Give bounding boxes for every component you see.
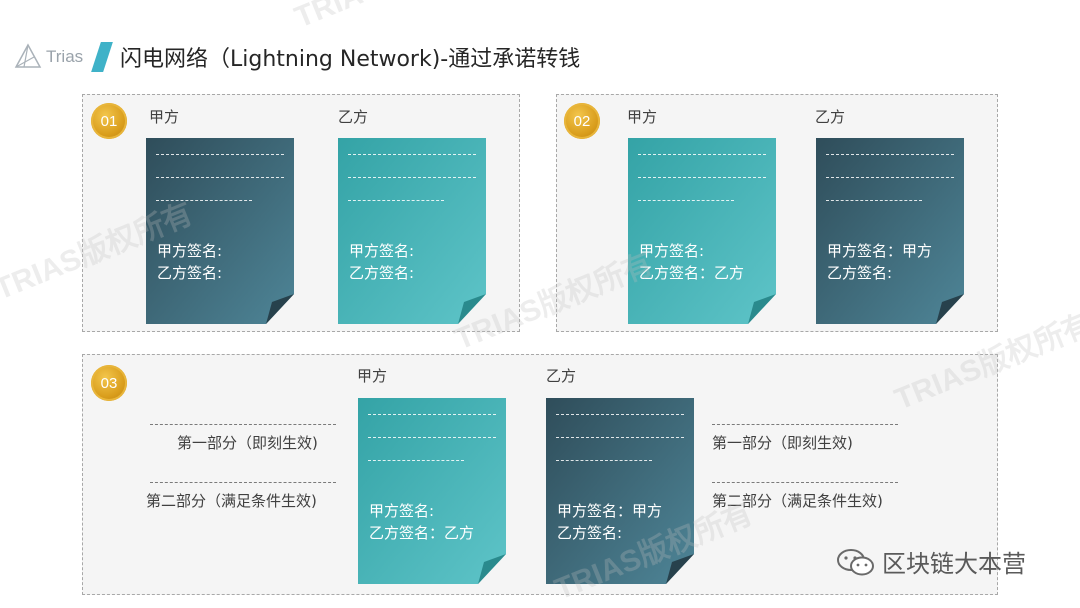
part-two-label: 第二部分（满足条件生效) [146, 492, 317, 510]
party-b-label: 乙方 [338, 108, 369, 126]
svg-text:TRIAS版权所有: TRIAS版权所有 [290, 0, 497, 34]
sig-line-a: 甲方签名：甲方 [557, 502, 663, 520]
party-b-label: 乙方 [546, 367, 577, 385]
sig-line-a: 甲方签名: [639, 242, 705, 260]
page-title: 闪电网络（Lightning Network)-通过承诺转钱 [120, 47, 581, 72]
contract-doc: 甲方签名: 乙方签名: [338, 138, 486, 324]
divider-line [150, 482, 336, 483]
part-two-label: 第二部分（满足条件生效) [712, 492, 883, 510]
party-b-label: 乙方 [815, 108, 846, 126]
sig-line-a: 甲方签名: [369, 502, 435, 520]
logo-text: Trias [46, 47, 84, 66]
trias-logo: Trias [14, 42, 83, 72]
divider-line [712, 424, 898, 425]
sig-line-b: 乙方签名: [349, 264, 415, 282]
sig-line-b: 乙方签名: [557, 524, 623, 542]
party-a-label: 甲方 [627, 108, 658, 126]
divider-line [712, 482, 898, 483]
sig-line-a: 甲方签名：甲方 [827, 242, 933, 260]
party-a-label: 甲方 [357, 367, 388, 385]
step-badge-03: 03 [91, 365, 127, 401]
contract-doc: 甲方签名：甲方 乙方签名: [546, 398, 694, 584]
sig-line-b: 乙方签名: [157, 264, 223, 282]
title-accent-bar [91, 42, 113, 72]
contract-doc: 甲方签名: 乙方签名：乙方 [358, 398, 506, 584]
wechat-account-name: 区块链大本营 [882, 550, 1026, 578]
party-a-label: 甲方 [149, 108, 180, 126]
part-one-label: 第一部分（即刻生效) [712, 434, 853, 452]
part-one-label: 第一部分（即刻生效) [177, 434, 318, 452]
sig-line-b: 乙方签名: [827, 264, 893, 282]
sig-line-a: 甲方签名: [157, 242, 223, 260]
divider-line [150, 424, 336, 425]
contract-doc: 甲方签名: 乙方签名：乙方 [628, 138, 776, 324]
trias-logo-icon [14, 43, 42, 68]
wechat-account-tag: 区块链大本营 [836, 544, 1026, 579]
sig-line-b: 乙方签名：乙方 [639, 264, 745, 282]
panel-03 [82, 354, 998, 595]
contract-doc: 甲方签名: 乙方签名: [146, 138, 294, 324]
sig-line-b: 乙方签名：乙方 [369, 524, 475, 542]
wechat-icon [837, 548, 874, 575]
step-badge-02: 02 [564, 103, 600, 139]
sig-line-a: 甲方签名: [349, 242, 415, 260]
contract-doc: 甲方签名：甲方 乙方签名: [816, 138, 964, 324]
step-badge-01: 01 [91, 103, 127, 139]
